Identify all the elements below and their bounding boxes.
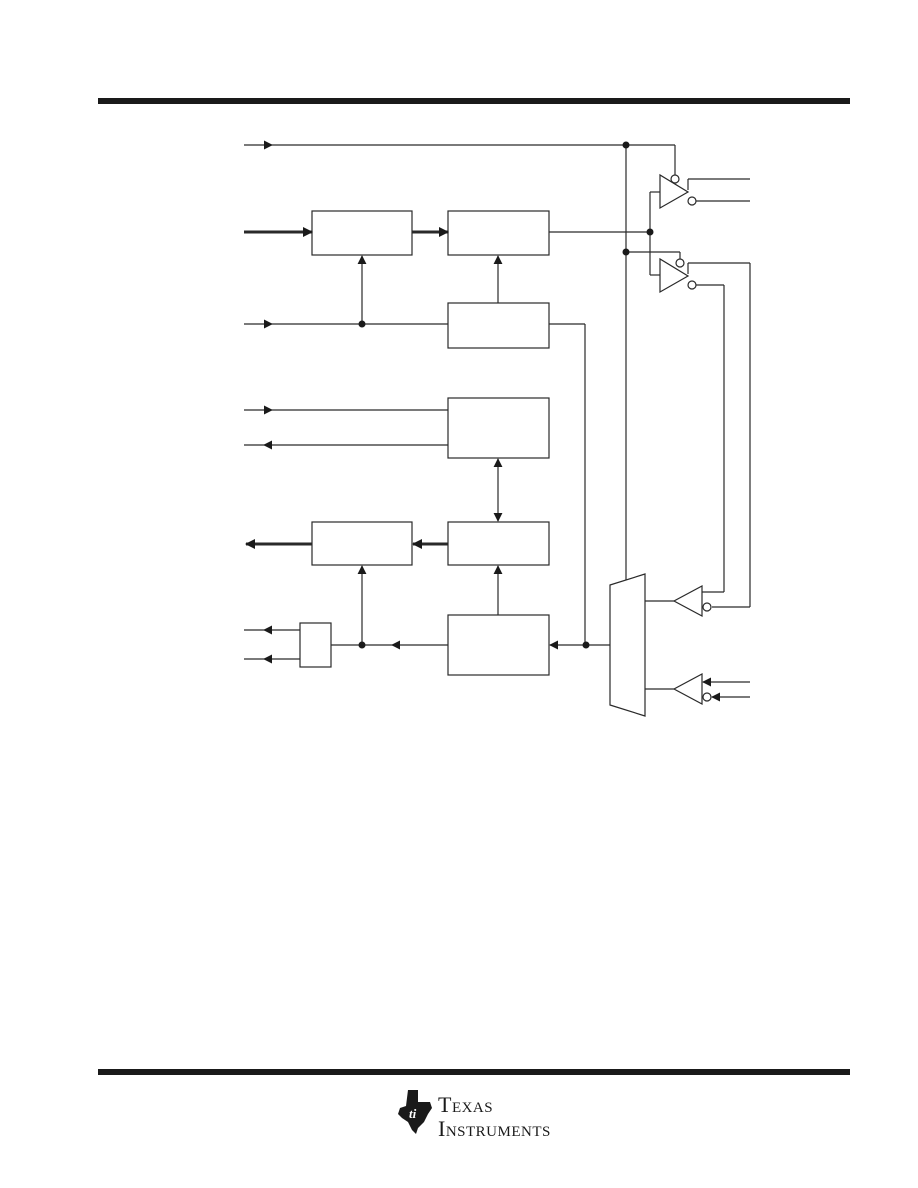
block-lower-left	[311, 521, 413, 566]
bottom-rule	[98, 1069, 850, 1075]
receiver-1	[672, 584, 703, 618]
block-bottom	[447, 614, 550, 676]
block-control	[447, 302, 550, 349]
junction-dot	[582, 641, 590, 649]
junction-dot	[622, 141, 630, 149]
enable-bubble-1	[670, 174, 680, 184]
logo-line-2: Instruments	[438, 1116, 551, 1141]
receiver-2	[672, 672, 703, 706]
block-lower-right	[447, 521, 550, 566]
driver-1	[659, 173, 690, 210]
receiver-bubble-1	[702, 602, 712, 612]
inverting-bubble-2	[687, 280, 697, 290]
junction-dot	[622, 248, 630, 256]
texas-instruments-logo: ti Texas Instruments	[396, 1086, 556, 1142]
receiver-bubble-2	[702, 692, 712, 702]
block-middle	[447, 397, 550, 459]
top-rule	[98, 98, 850, 104]
enable-bubble-2	[675, 258, 685, 268]
logo-line-1: Texas	[438, 1092, 494, 1117]
junction-dot	[646, 228, 654, 236]
inverting-bubble-1	[687, 196, 697, 206]
block-small	[299, 622, 332, 668]
junction-dot	[358, 320, 366, 328]
junction-dot	[358, 641, 366, 649]
block-top-right	[447, 210, 550, 256]
ti-state-outline-icon: ti	[398, 1090, 432, 1134]
block-top-left	[311, 210, 413, 256]
multiplexer	[609, 573, 646, 717]
svg-text:ti: ti	[409, 1106, 417, 1121]
driver-2	[659, 257, 690, 294]
